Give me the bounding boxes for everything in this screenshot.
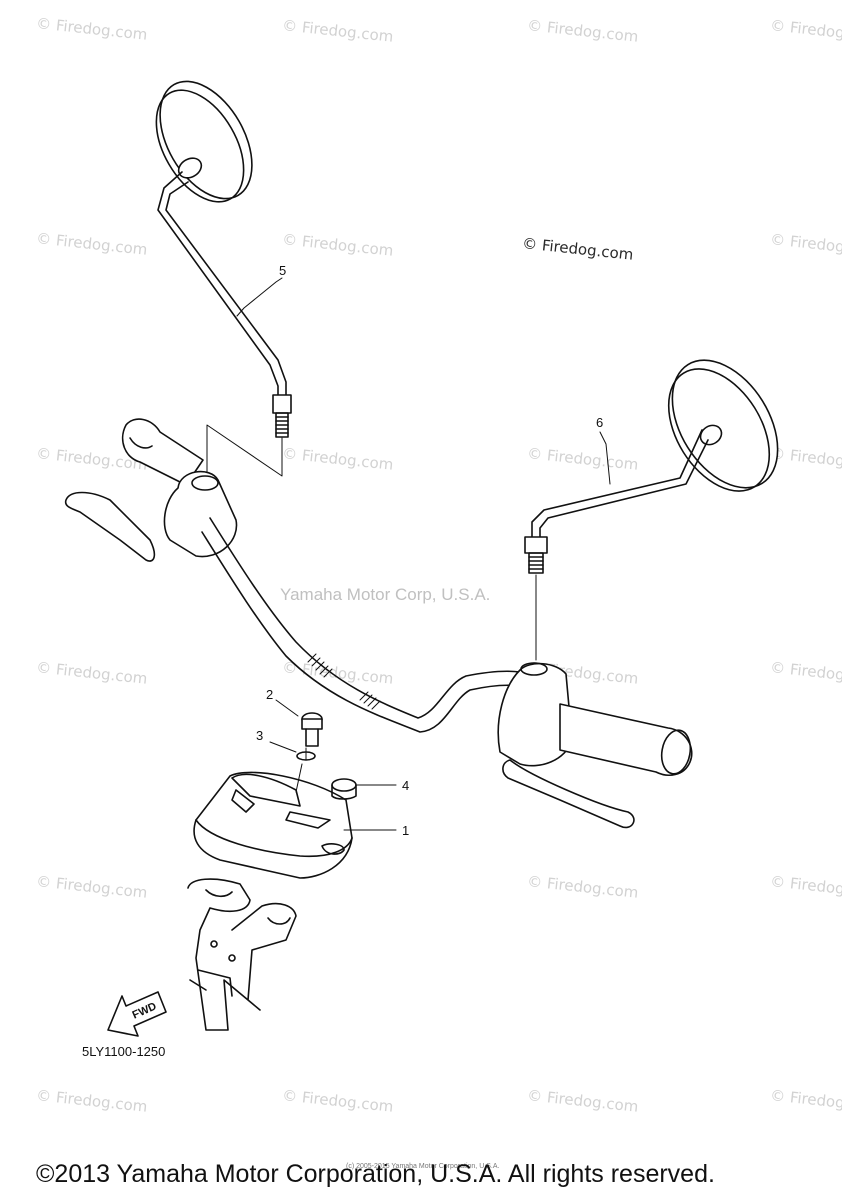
bolt-guide xyxy=(295,747,307,793)
callout-3: 3 xyxy=(256,728,264,743)
callout-6: 6 xyxy=(596,415,604,430)
center-watermark: Yamaha Motor Corp, U.S.A. xyxy=(280,585,491,604)
handlebar xyxy=(64,418,693,829)
callout-1: 1 xyxy=(402,823,410,838)
left-mirror xyxy=(155,80,292,438)
leader-3 xyxy=(269,741,297,753)
mirror5-guide xyxy=(206,424,283,481)
bolt xyxy=(301,712,323,747)
fwd-arrow-icon xyxy=(107,991,167,1037)
callout-2: 2 xyxy=(266,687,274,702)
part-number: 5LY1100-1250 xyxy=(82,1044,166,1059)
handlebar-holder xyxy=(193,771,353,879)
leader-6 xyxy=(599,431,611,485)
right-mirror xyxy=(524,359,779,574)
callout-4: 4 xyxy=(402,778,410,793)
tiny-copyright-note: (c) 2005-2015 Yamaha Motor Corporation, … xyxy=(346,1163,500,1170)
copyright-footer: ©2013 Yamaha Motor Corporation, U.S.A. A… xyxy=(36,1160,715,1188)
fork-clamp xyxy=(187,878,297,1031)
leader-2 xyxy=(275,699,299,717)
leader-5 xyxy=(236,277,283,317)
callout-5: 5 xyxy=(279,263,287,278)
